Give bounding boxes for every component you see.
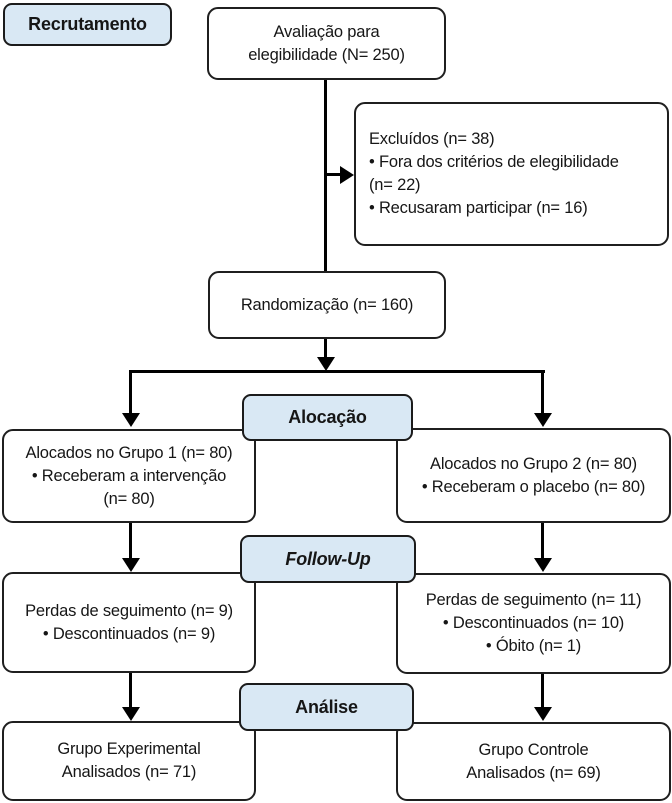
arrowhead-down-analysis1-icon: [122, 707, 140, 721]
line-split-to-group1: [129, 370, 132, 415]
arrowhead-down-group1-icon: [122, 413, 140, 427]
excluded-line: • Fora dos critérios de elegibilidade: [369, 153, 619, 171]
group2-allocation-box: Alocados no Grupo 2 (n= 80) • Receberam …: [396, 428, 671, 523]
group1-line: (n= 80): [103, 489, 155, 508]
group2-line: • Receberam o placebo (n= 80): [421, 477, 646, 496]
group1-allocation-box: Alocados no Grupo 1 (n= 80) • Receberam …: [2, 429, 256, 523]
loss-group1-line: • Descontinuados (n= 9): [42, 624, 216, 643]
group1-line: • Receberam a intervenção: [31, 466, 227, 485]
analysis-group2-line: Grupo Controle: [478, 740, 589, 759]
stage-label-allocation: Alocação: [242, 394, 413, 441]
excluded-line: (n= 22): [369, 176, 421, 194]
line-split-to-group2: [541, 370, 544, 415]
loss-group2-box: Perdas de seguimento (n= 11) • Descontin…: [396, 573, 671, 674]
stage-label-analysis-text: Análise: [295, 696, 358, 717]
line-eligibility-to-randomization: [324, 79, 327, 272]
analysis-group1-line: Analisados (n= 71): [61, 763, 197, 781]
stage-label-allocation-text: Alocação: [288, 407, 367, 427]
eligibility-box: Avaliação para elegibilidade (N= 250): [207, 7, 446, 80]
line-split-horizontal: [129, 370, 545, 373]
arrowhead-down-loss1-icon: [122, 558, 140, 572]
excluded-line: Excluídos (n= 38): [369, 130, 495, 148]
analysis-group2-box: Grupo Controle Analisados (n= 69): [396, 722, 671, 801]
analysis-group2-line: Analisados (n= 69): [466, 763, 601, 782]
eligibility-line: Avaliação para: [273, 22, 380, 41]
loss-group1-box: Perdas de seguimento (n= 9) • Descontinu…: [2, 572, 256, 673]
randomization-line: Randomização (n= 160): [240, 295, 414, 314]
loss-group2-line: Perdas de seguimento (n= 11): [425, 591, 642, 609]
eligibility-line: elegibilidade (N= 250): [248, 45, 405, 64]
loss-group1-line: Perdas de seguimento (n= 9): [25, 601, 233, 620]
arrowhead-down-group2-icon: [534, 413, 552, 427]
stage-label-followup: Follow-Up: [240, 535, 416, 583]
arrowhead-down-split-icon: [317, 357, 335, 371]
stage-label-analysis: Análise: [239, 683, 414, 731]
arrowhead-down-loss2-icon: [534, 558, 552, 572]
analysis-group1-box: Grupo Experimental Analisados (n= 71): [2, 721, 256, 801]
analysis-group1-line: Grupo Experimental: [57, 740, 201, 758]
line-group1-to-loss1: [129, 521, 132, 560]
line-loss2-to-analysis2: [541, 672, 544, 709]
randomization-box: Randomização (n= 160): [208, 271, 446, 339]
stage-label-followup-text: Follow-Up: [285, 548, 371, 569]
line-randomization-to-split: [324, 338, 327, 359]
group1-line: Alocados no Grupo 1 (n= 80): [25, 443, 233, 462]
excluded-line: • Recusaram participar (n= 16): [369, 199, 588, 217]
line-group2-to-loss2: [541, 521, 544, 560]
stage-label-recruitment: Recrutamento: [3, 3, 172, 46]
loss-group2-line: • Óbito (n= 1): [485, 637, 582, 655]
group2-line: Alocados no Grupo 2 (n= 80): [430, 454, 637, 473]
loss-group2-line: • Descontinuados (n= 10): [442, 614, 625, 632]
excluded-box: Excluídos (n= 38) • Fora dos critérios d…: [354, 102, 669, 246]
arrowhead-down-analysis2-icon: [534, 707, 552, 721]
line-loss1-to-analysis1: [129, 671, 132, 709]
stage-label-recruitment-text: Recrutamento: [28, 14, 147, 34]
arrowhead-right-excluded-icon: [340, 166, 354, 184]
line-branch-to-excluded: [327, 173, 341, 176]
